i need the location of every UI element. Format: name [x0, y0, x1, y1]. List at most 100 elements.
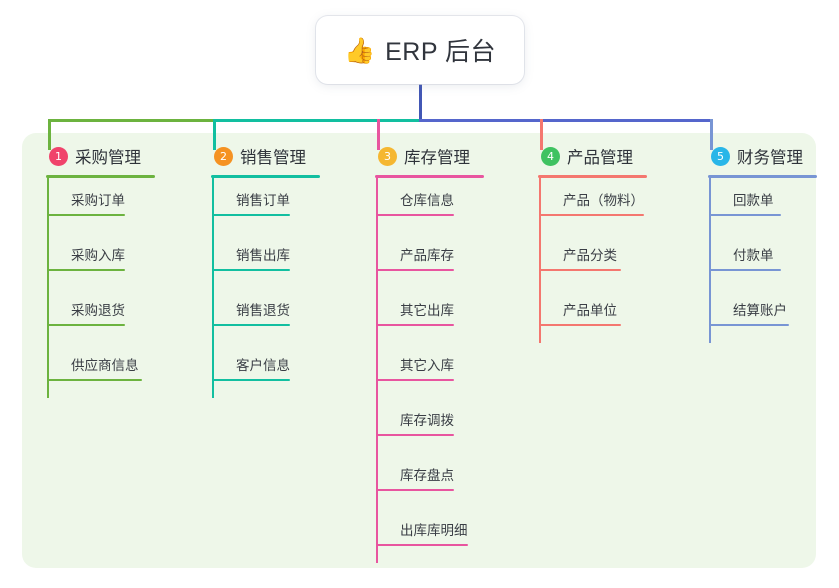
branch-title: 销售管理 [240, 149, 306, 167]
branch-stub-5 [710, 119, 713, 150]
leaf-item[interactable]: 供应商信息 [47, 343, 152, 398]
leaf-item-label: 产品分类 [563, 248, 617, 263]
leaf-item[interactable]: 产品库存 [376, 233, 464, 288]
leaf-item-label: 结算账户 [733, 303, 787, 318]
branch-header-underline [708, 175, 817, 178]
leaf-item-label: 其它出库 [400, 303, 454, 318]
bus-segment-mid [213, 119, 422, 122]
leaf-item[interactable]: 结算账户 [709, 288, 799, 343]
leaf-item-label: 产品单位 [563, 303, 617, 318]
leaf-item-label: 回款单 [733, 193, 774, 208]
branch-index-badge: 2 [214, 146, 233, 166]
leaf-item[interactable]: 采购订单 [47, 178, 135, 233]
bus-segment-right [419, 119, 713, 122]
leaf-item-underline [376, 544, 468, 546]
branch-header-5[interactable]: 5 财务管理 [700, 143, 803, 169]
leaf-item-underline [212, 214, 290, 216]
leaf-item-underline [47, 379, 142, 381]
leaf-item[interactable]: 销售退货 [212, 288, 300, 343]
leaf-item-label: 采购入库 [71, 248, 125, 263]
bus-segment-left [48, 119, 216, 122]
branch-column-5: 5 财务管理回款单付款单结算账户 [700, 143, 817, 343]
trunk-vertical [419, 84, 422, 122]
leaf-item-label: 销售退货 [236, 303, 290, 318]
branch-header-underline [211, 175, 320, 178]
leaf-item[interactable]: 产品分类 [539, 233, 631, 288]
leaf-item-underline [212, 324, 290, 326]
branch-spine [376, 178, 378, 563]
leaf-item[interactable]: 采购退货 [47, 288, 135, 343]
branch-title: 库存管理 [404, 149, 470, 167]
branch-header-4[interactable]: 4 产品管理 [530, 143, 633, 169]
leaf-item[interactable]: 仓库信息 [376, 178, 464, 233]
leaf-item-label: 产品（物料） [563, 193, 644, 208]
leaf-item-label: 仓库信息 [400, 193, 454, 208]
leaf-item[interactable]: 库存盘点 [376, 453, 464, 508]
leaf-item-label: 采购订单 [71, 193, 125, 208]
root-node-card[interactable]: 👍 ERP 后台 [316, 16, 524, 84]
leaf-item-underline [376, 324, 454, 326]
leaf-item-label: 销售出库 [236, 248, 290, 263]
leaf-item-label: 库存盘点 [400, 468, 454, 483]
leaf-item-label: 库存调拨 [400, 413, 454, 428]
leaf-item[interactable]: 回款单 [709, 178, 791, 233]
branch-column-2: 2 销售管理销售订单销售出库销售退货客户信息 [203, 143, 320, 398]
leaf-item-underline [47, 214, 125, 216]
branch-header-underline [46, 175, 155, 178]
branch-spine [47, 178, 49, 398]
leaf-item-underline [709, 269, 781, 271]
branch-title: 采购管理 [75, 149, 141, 167]
leaf-item[interactable]: 产品单位 [539, 288, 631, 343]
branch-stub-1 [48, 119, 51, 150]
leaf-item[interactable]: 客户信息 [212, 343, 300, 398]
branch-spine [212, 178, 214, 398]
leaf-item[interactable]: 销售出库 [212, 233, 300, 288]
leaf-item[interactable]: 采购入库 [47, 233, 135, 288]
leaf-item[interactable]: 其它出库 [376, 288, 464, 343]
branch-stub-4 [540, 119, 543, 150]
leaf-item[interactable]: 出库库明细 [376, 508, 478, 563]
branch-column-1: 1 采购管理采购订单采购入库采购退货供应商信息 [38, 143, 155, 398]
leaf-item[interactable]: 付款单 [709, 233, 791, 288]
leaf-item-underline [376, 489, 454, 491]
leaf-item[interactable]: 产品（物料） [539, 178, 654, 233]
branch-header-1[interactable]: 1 采购管理 [38, 143, 141, 169]
branch-header-underline [538, 175, 647, 178]
content-panel [22, 133, 816, 568]
branch-index-badge: 1 [49, 146, 68, 166]
branch-header-underline [375, 175, 484, 178]
branch-stub-3 [377, 119, 380, 150]
thumbs-up-icon: 👍 [343, 35, 376, 65]
leaf-item-underline [539, 214, 644, 216]
leaf-item-underline [376, 269, 454, 271]
leaf-item-label: 采购退货 [71, 303, 125, 318]
leaf-item-underline [47, 269, 125, 271]
branch-header-3[interactable]: 3 库存管理 [367, 143, 470, 169]
branch-index-badge: 4 [541, 146, 560, 166]
branch-title: 产品管理 [567, 149, 633, 167]
branch-stub-2 [213, 119, 216, 150]
leaf-item-label: 付款单 [733, 248, 774, 263]
leaf-item[interactable]: 其它入库 [376, 343, 464, 398]
branch-column-3: 3 库存管理仓库信息产品库存其它出库其它入库库存调拨库存盘点出库库明细 [367, 143, 484, 563]
leaf-item-label: 客户信息 [236, 358, 290, 373]
branch-title: 财务管理 [737, 149, 803, 167]
leaf-item-underline [709, 324, 789, 326]
leaf-item[interactable]: 库存调拨 [376, 398, 464, 453]
root-title: ERP 后台 [385, 38, 497, 66]
leaf-item[interactable]: 销售订单 [212, 178, 300, 233]
branch-spine [709, 178, 711, 343]
leaf-item-underline [376, 434, 454, 436]
leaf-item-label: 其它入库 [400, 358, 454, 373]
leaf-item-underline [376, 214, 454, 216]
branch-index-badge: 3 [378, 146, 397, 166]
branch-header-2[interactable]: 2 销售管理 [203, 143, 306, 169]
leaf-item-underline [47, 324, 125, 326]
branch-index-badge: 5 [711, 146, 730, 166]
leaf-item-underline [539, 324, 621, 326]
leaf-item-label: 出库库明细 [400, 523, 468, 538]
leaf-item-underline [376, 379, 454, 381]
leaf-item-underline [212, 269, 290, 271]
